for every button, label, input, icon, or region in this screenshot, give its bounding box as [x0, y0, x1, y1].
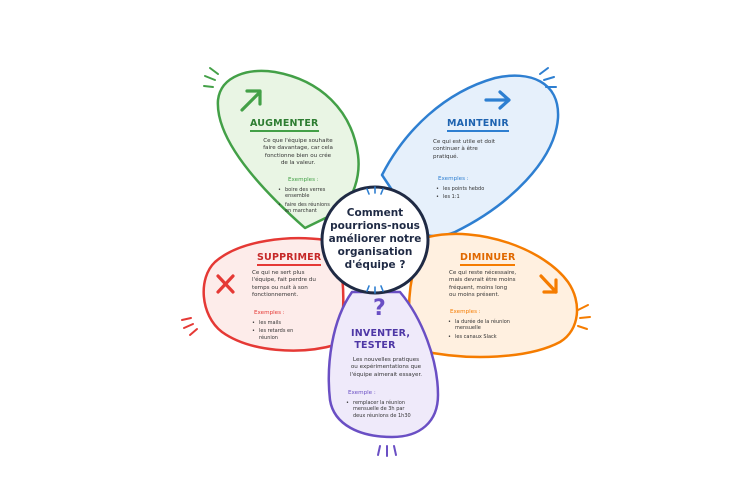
- maintenir-examples-label: Exemples :: [438, 176, 469, 182]
- center-line: pourrions-nous: [330, 220, 420, 232]
- maintenir-examples: les points hebdo les 1:1: [436, 186, 506, 203]
- diminuer-title: DIMINUER: [460, 252, 516, 266]
- augmenter-title: AUGMENTER: [250, 118, 319, 132]
- list-item: les mails: [252, 320, 322, 327]
- list-item: les canaux Slack: [448, 334, 538, 341]
- list-item: les 1:1: [436, 194, 506, 201]
- sparkle-left: [181, 317, 198, 336]
- arrow-right-icon: [484, 90, 511, 110]
- cross-icon: [216, 274, 235, 294]
- center-line: d'équipe ?: [344, 259, 406, 271]
- sparkle-top-left: [203, 67, 219, 88]
- supprimer-title: SUPPRIMER: [257, 252, 322, 266]
- arrow-down-right-icon: [539, 274, 558, 294]
- question-mark-icon: ?: [373, 296, 386, 321]
- center-question: Comment pourrions-nous améliorer notre o…: [325, 207, 425, 272]
- center-sparkle-top: [366, 186, 384, 195]
- center-sparkle-bottom: [366, 285, 384, 294]
- diminuer-description: Ce qui reste nécessaire,mais devrait êtr…: [449, 270, 517, 299]
- arrow-up-right-icon: [240, 89, 262, 112]
- center-line: organisation: [337, 246, 413, 258]
- center-line: Comment: [346, 207, 404, 219]
- inventer-title: INVENTER, TESTER: [351, 328, 411, 351]
- diminuer-examples-label: Exemples :: [450, 309, 481, 315]
- list-item: les points hebdo: [436, 186, 506, 193]
- sparkle-right: [577, 304, 591, 330]
- center-line: améliorer notre: [328, 233, 422, 245]
- augmenter-examples-label: Exemples :: [288, 177, 319, 183]
- supprimer-examples-label: Exemples :: [254, 310, 285, 316]
- maintenir-title: MAINTENIR: [447, 118, 509, 132]
- sparkle-top-right: [539, 67, 557, 88]
- inventer-examples-label: Exemple :: [348, 390, 376, 396]
- sparkle-bottom: [377, 445, 397, 457]
